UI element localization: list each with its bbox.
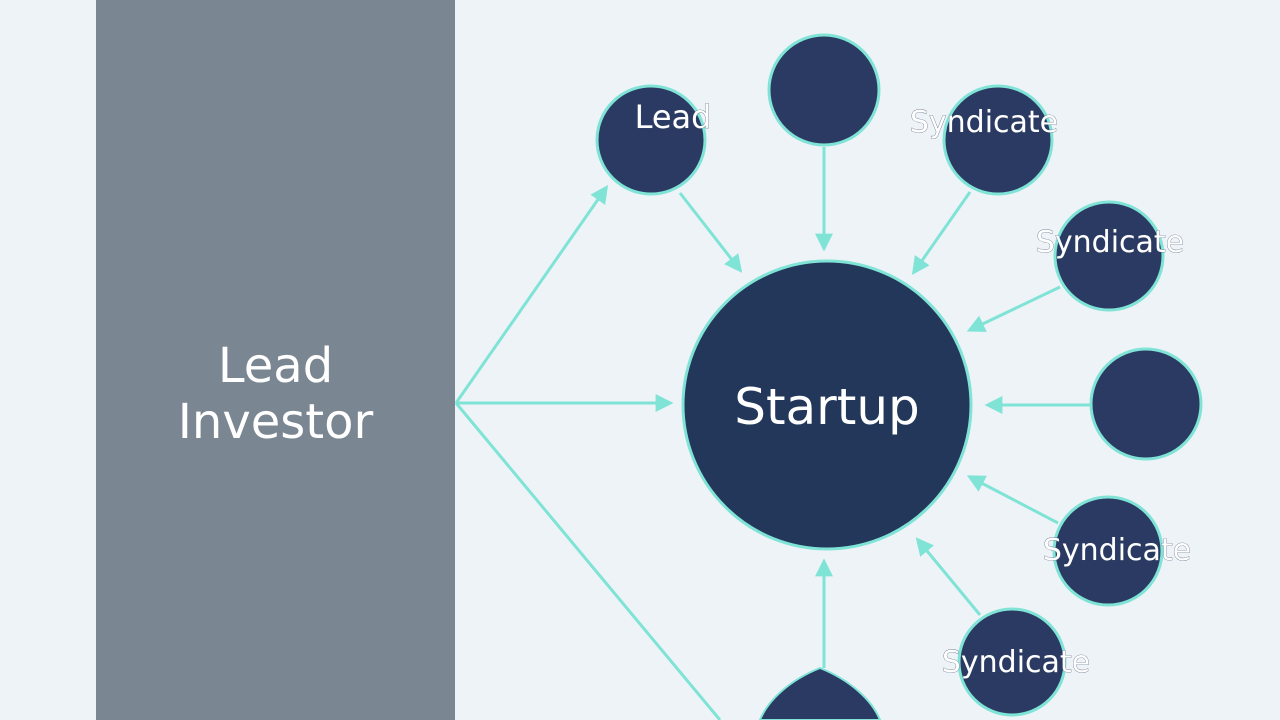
satellite-bottom [758,666,882,720]
satellite-right [1089,347,1203,461]
arrow-syndicate4-to-startup [915,537,982,616]
lead-investor-title: Lead Investor [96,338,455,450]
satellite-syndicate-3: Syndicate [1043,495,1191,607]
lead-investor-panel: Lead Investor [96,0,455,720]
startup-node: Startup [681,259,973,551]
satellite-top [767,33,881,147]
satellite-syndicate-1-label: Syndicate [910,105,1058,140]
satellite-syndicate-2: Syndicate [1036,200,1184,312]
satellite-syndicate-1: Syndicate [910,84,1058,196]
arrow-syndicate2-to-startup [966,285,1061,332]
satellite-lead-label: Lead [635,98,712,136]
lead-investor-title-line2: Investor [177,394,374,450]
arrow-panel-to-lead [454,185,609,404]
lead-investor-title-line1: Lead [217,338,334,394]
startup-label: Startup [734,378,920,436]
satellite-syndicate-4: Syndicate [942,607,1090,717]
satellite-nodes: Lead Syndicate Syndicate Syndicate [595,33,1203,720]
panel-arrows [454,185,722,720]
satellite-arrows [678,147,1092,668]
arrow-panel-to-bottom [454,402,722,720]
satellite-syndicate-4-label: Syndicate [942,645,1090,680]
satellite-syndicate-3-label: Syndicate [1043,533,1191,568]
arrow-lead-to-startup [678,192,743,273]
satellite-lead: Lead [595,84,712,196]
satellite-syndicate-2-label: Syndicate [1036,225,1184,260]
arrow-syndicate1-to-startup [911,191,972,275]
arrow-syndicate3-to-startup [966,475,1059,525]
